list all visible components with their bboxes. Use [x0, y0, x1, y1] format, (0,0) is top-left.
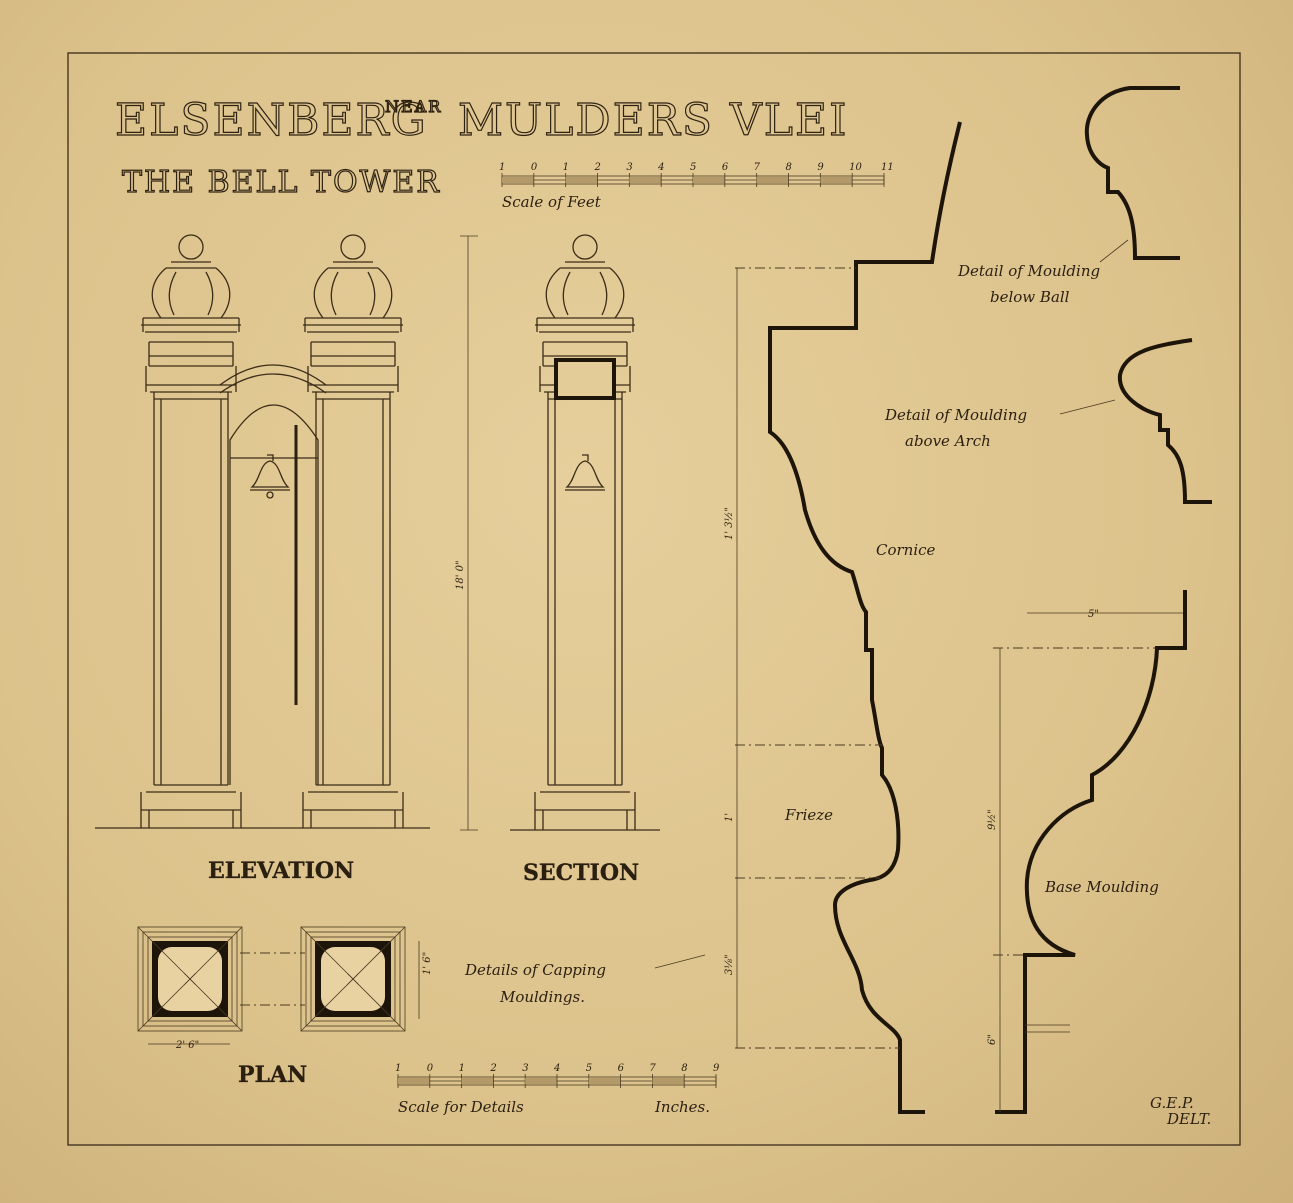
frieze-dimension: 1': [724, 813, 735, 822]
subtitle-bell-tower: THE BELL TOWER: [122, 165, 441, 200]
svg-text:Detail of Moulding: Detail of Moulding: [957, 262, 1100, 280]
pillar-right: [302, 234, 404, 828]
finial-ball: [572, 234, 598, 260]
cornice-dimension: 1' 3½": [724, 507, 735, 540]
scale-details-caption: Scale for Details: [398, 1098, 524, 1116]
pillar-section: [534, 234, 636, 830]
title-elsenberg: ELSENBERG: [115, 95, 428, 146]
details-scale-tick-label: 1: [395, 1063, 401, 1074]
base-moulding-profile: 5" 9½" 6" Base Moulding: [987, 590, 1187, 1114]
details-scale-tick-label: 9: [713, 1063, 720, 1074]
bell-icon: [565, 454, 605, 491]
label-elevation: ELEVATION: [208, 858, 354, 884]
label-plan: PLAN: [238, 1062, 307, 1088]
label-section: SECTION: [523, 860, 639, 886]
svg-text:below Ball: below Ball: [990, 288, 1070, 306]
feet-scale-tick-label: 0: [531, 162, 538, 173]
svg-text:18' 0": 18' 0": [455, 560, 466, 590]
signature-delt: DELT.: [1166, 1110, 1211, 1128]
feet-scale-tick-label: 8: [786, 162, 792, 173]
scale-details-unit: Inches.: [654, 1098, 710, 1116]
cornice-label: Cornice: [876, 541, 936, 559]
capping-annotation-line2: Mouldings.: [499, 988, 585, 1006]
details-scale-tick-label: 2: [489, 1063, 496, 1074]
feet-scale-tick-label: 9: [817, 162, 824, 173]
base-width-dimension: 5": [1088, 609, 1099, 620]
feet-scale-tick-label: 1: [563, 162, 569, 173]
elevation-drawing: ELEVATION: [95, 234, 430, 884]
feet-scale-tick-label: 11: [881, 162, 894, 173]
plan-depth-dimension: 1' 6": [422, 952, 433, 975]
details-scale-tick-label: 8: [681, 1063, 687, 1074]
title-mulders-vlei: MULDERS VLEI: [458, 95, 849, 146]
feet-scale-tick-label: 5: [690, 162, 696, 173]
feet-scale-tick-label: 1: [499, 162, 505, 173]
finial-ball: [340, 234, 366, 260]
details-scale-tick-label: 5: [586, 1063, 592, 1074]
bell-icon: [250, 454, 290, 499]
drawing-border: [67, 52, 1241, 1146]
details-scale-tick-label: 7: [649, 1063, 656, 1074]
lower-dimension: 3⅛": [724, 954, 735, 975]
plan-width-dimension: 2' 6": [175, 1040, 199, 1051]
plan-drawing: 2' 6" 1' 6" PLAN: [137, 926, 433, 1088]
title-block: ELSENBERG NEAR MULDERS VLEI THE BELL TOW…: [114, 94, 849, 200]
pillar-left: [140, 234, 242, 828]
svg-text:above Arch: above Arch: [905, 432, 991, 450]
signature-initials: G.E.P.: [1150, 1094, 1194, 1112]
details-scale-tick-label: 0: [427, 1063, 434, 1074]
capping-annotation-line1: Details of Capping: [464, 961, 606, 979]
feet-scale-tick-label: 10: [849, 162, 862, 173]
title-near: NEAR: [385, 97, 442, 116]
cornice-profile: 1' 3½" 1' 3⅛" Cornice Frieze: [724, 121, 962, 1114]
arch: [219, 364, 327, 785]
details-scale-tick-label: 3: [522, 1063, 528, 1074]
finial-ball: [178, 234, 204, 260]
section-drawing: SECTION: [510, 234, 660, 886]
feet-scale-tick-label: 4: [657, 162, 664, 173]
details-scale-tick-label: 4: [553, 1063, 560, 1074]
scale-for-details: 1 0 1 2 3 4 5 6 7 8 9: [395, 1063, 720, 1088]
details-scale-tick-label: 6: [618, 1063, 625, 1074]
feet-scale-tick-label: 2: [594, 162, 601, 173]
feet-scale-tick-label: 6: [722, 162, 729, 173]
svg-text:Detail of Moulding: Detail of Moulding: [884, 406, 1027, 424]
plinth-dimension: 6": [987, 1034, 998, 1045]
feet-scale-tick-label: 7: [754, 162, 761, 173]
frieze-label: Frieze: [784, 806, 833, 824]
height-dimension: 18' 0": [455, 235, 478, 831]
moulding-below-ball: Detail of Moulding below Ball: [957, 86, 1180, 306]
scale-of-feet-caption: Scale of Feet: [502, 193, 602, 211]
details-scale-tick-label: 1: [459, 1063, 465, 1074]
base-moulding-label: Base Moulding: [1044, 878, 1159, 896]
feet-scale-tick-label: 3: [626, 162, 632, 173]
base-moulding-dimension: 9½": [987, 809, 998, 830]
moulding-above-arch: Detail of Moulding above Arch: [884, 338, 1212, 504]
